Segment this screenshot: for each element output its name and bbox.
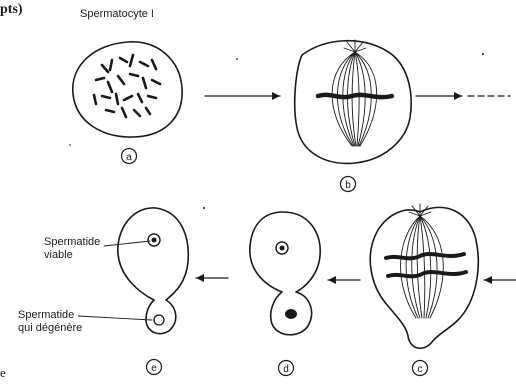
cell-e — [78, 208, 188, 334]
stage-label-a: a — [122, 149, 137, 164]
svg-text:d: d — [283, 364, 289, 375]
arrow-b-continue — [416, 92, 510, 100]
cell-b-membrane — [295, 41, 411, 164]
svg-text:b: b — [345, 180, 351, 191]
stage-label-d: d — [279, 361, 294, 376]
stage-label-e: e — [147, 360, 162, 375]
arrow-c-to-d — [328, 276, 360, 284]
cell-d-polar-body — [285, 309, 297, 319]
svg-text:c: c — [418, 364, 423, 375]
cell-d — [250, 212, 320, 335]
cell-d-membrane — [250, 212, 320, 335]
leader-degenerating — [78, 316, 152, 320]
cell-c-chromosomes-upper — [386, 254, 464, 258]
arrow-d-to-e — [196, 274, 228, 282]
footer-fragment: e — [0, 365, 6, 381]
cell-e-membrane — [118, 208, 188, 334]
cell-d-nucleus — [276, 242, 288, 254]
paper-specks — [69, 53, 484, 209]
degen-label-line1: Spermatide — [18, 309, 82, 322]
leader-viable — [104, 241, 150, 246]
cell-c-spindle — [401, 216, 444, 318]
viable-spermatid-label: Spermatide viable — [44, 236, 100, 262]
svg-text:e: e — [151, 363, 157, 374]
cell-e-degenerating-body — [154, 315, 164, 325]
stage-label-b: b — [341, 177, 356, 192]
cell-a-chromosomes — [94, 55, 160, 117]
viable-label-line2: viable — [44, 249, 100, 262]
cell-c-membrane — [370, 207, 478, 348]
cell-b — [295, 40, 411, 163]
cell-a-membrane — [73, 42, 182, 137]
degen-label-line2: qui dégénère — [18, 322, 82, 335]
cell-a — [73, 42, 182, 137]
arrow-a-to-b — [205, 92, 280, 100]
viable-label-line1: Spermatide — [44, 236, 100, 249]
cell-c-chromosomes-lower — [388, 272, 466, 276]
header-fragment: pts) — [0, 2, 23, 18]
cell-c — [370, 204, 478, 348]
cell-b-spindle — [332, 52, 377, 146]
stage-label-c: c — [413, 361, 428, 376]
spermatocyte-title: Spermatocyte I — [80, 8, 154, 20]
degenerating-spermatid-label: Spermatide qui dégénère — [18, 309, 82, 335]
cell-e-viable-nucleus — [148, 234, 160, 246]
arrow-into-c — [484, 276, 516, 284]
cell-b-metaphase-plate — [318, 95, 392, 97]
svg-text:a: a — [126, 152, 132, 163]
cell-b-aster — [344, 40, 366, 52]
